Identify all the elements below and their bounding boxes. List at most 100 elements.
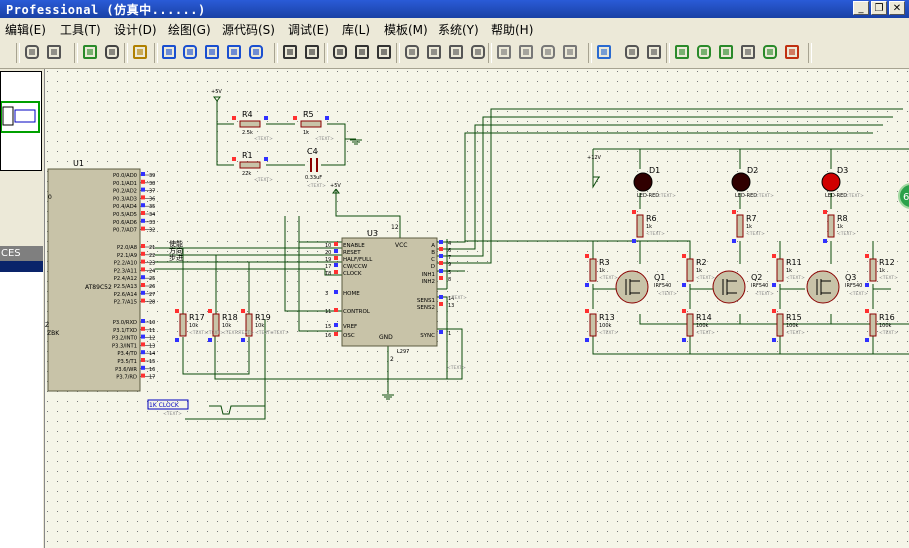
cut-icon[interactable] xyxy=(332,44,348,60)
mosfet-part: IRF540 xyxy=(654,283,671,289)
u1-pin-state-marker xyxy=(141,283,145,287)
zoom-out-icon[interactable] xyxy=(204,44,220,60)
u1-pin-num-p2: 27 xyxy=(149,292,155,298)
resistor-pin-marker xyxy=(208,338,212,342)
make-device-icon[interactable] xyxy=(518,44,534,60)
device-list-selected-item[interactable] xyxy=(0,261,43,272)
wire-autorouter-icon[interactable] xyxy=(596,44,612,60)
u1-pin-label-p0: P0.7/AD7 xyxy=(113,228,137,234)
page-setup-icon[interactable] xyxy=(46,44,62,60)
u3-right-pin-num: 5 xyxy=(448,270,451,276)
u1-pin-num-p0: 37 xyxy=(149,189,155,195)
menu-graph[interactable]: 绘图(G) xyxy=(168,23,211,37)
resistor-body xyxy=(589,313,597,337)
u1-pin-num-p3: 11 xyxy=(149,328,155,334)
window-title: Professional (仿真中......) xyxy=(6,3,206,17)
resistor-ref: R12 xyxy=(879,258,895,267)
u3-vcc-label: VCC xyxy=(395,242,407,249)
u1-pin-state-marker xyxy=(141,373,145,378)
menu-template[interactable]: 模板(M) xyxy=(384,23,428,37)
resistor-ref: R16 xyxy=(879,313,895,322)
toolbar-separator xyxy=(488,43,492,63)
u1-pin-label-p2: P2.4/A12 xyxy=(114,276,137,282)
menu-design[interactable]: 设计(D) xyxy=(114,23,157,37)
close-button[interactable]: ✕ xyxy=(889,1,905,15)
menu-library[interactable]: 库(L) xyxy=(342,23,371,37)
menu-source[interactable]: 源代码(S) xyxy=(222,23,275,37)
resistor-pin-marker xyxy=(772,254,776,258)
ares-icon[interactable] xyxy=(784,44,800,60)
grid-icon[interactable] xyxy=(104,44,120,60)
resistor-value: 10k xyxy=(255,323,264,329)
power-terminal xyxy=(592,176,600,189)
block-rotate-icon[interactable] xyxy=(448,44,464,60)
resistor-body xyxy=(212,313,220,337)
mosfet-ref: Q2 xyxy=(751,273,762,282)
search-tag-icon[interactable] xyxy=(624,44,640,60)
resistor-pin-marker xyxy=(264,116,268,120)
decompose-icon[interactable] xyxy=(562,44,578,60)
resistor-pin-marker xyxy=(208,309,212,313)
block-delete-icon[interactable] xyxy=(470,44,486,60)
paste-icon[interactable] xyxy=(376,44,392,60)
netlist-icon[interactable] xyxy=(718,44,734,60)
resistor-pin-marker xyxy=(682,309,686,313)
menu-debug[interactable]: 调试(E) xyxy=(288,23,329,37)
text-placeholder: <TEXT> xyxy=(646,231,665,237)
undo-icon[interactable] xyxy=(282,44,298,60)
zoom-in-icon[interactable] xyxy=(182,44,198,60)
u3-right-pin-num: 9 xyxy=(448,262,451,268)
u1-pin-state-marker xyxy=(141,179,145,184)
pan-icon[interactable] xyxy=(161,44,177,60)
resistor-pin-marker xyxy=(823,239,827,243)
resistor-body xyxy=(869,258,877,282)
u3-gnd-pin: 2 xyxy=(390,356,394,363)
device-list[interactable] xyxy=(0,272,43,548)
restore-button[interactable]: ❐ xyxy=(871,1,887,15)
origin-icon[interactable] xyxy=(132,44,148,60)
schematic-svg[interactable]: U1AT89C520ZZBKP0.0/AD039P0.1/AD138P0.2/A… xyxy=(45,69,909,548)
zoom-area-icon[interactable] xyxy=(248,44,264,60)
u3-left-pin-label: RESET xyxy=(343,250,361,256)
menu-help[interactable]: 帮助(H) xyxy=(491,23,534,37)
block-copy-icon[interactable] xyxy=(404,44,420,60)
u3-pin-state-marker xyxy=(334,308,338,312)
zoom-all-icon[interactable] xyxy=(226,44,242,60)
text-placeholder: <TEXT> xyxy=(786,275,805,281)
u1-pin-label-p0: P0.0/AD0 xyxy=(113,173,137,179)
text-placeholder: <TEXT> xyxy=(696,275,715,281)
remove-sheet-icon[interactable] xyxy=(696,44,712,60)
u1-pin-state-marker xyxy=(141,244,145,248)
resistor-pin-marker xyxy=(865,283,869,287)
menu-edit[interactable]: 编辑(E) xyxy=(5,23,46,37)
bill-of-materials-icon[interactable] xyxy=(740,44,756,60)
redo-icon[interactable] xyxy=(304,44,320,60)
u3-right-pin-num: 6 xyxy=(448,248,451,254)
menu-system[interactable]: 系统(Y) xyxy=(438,23,479,37)
electrical-check-icon-glyph xyxy=(763,45,777,59)
block-move-icon[interactable] xyxy=(426,44,442,60)
minimize-button[interactable]: _ xyxy=(853,1,869,15)
new-sheet-icon[interactable] xyxy=(674,44,690,60)
resistor-ref: R2 xyxy=(696,258,707,267)
copy-icon[interactable] xyxy=(354,44,370,60)
resistor-ref: R6 xyxy=(646,214,657,223)
text-placeholder: <TEXT> xyxy=(599,275,618,281)
devices-header-label: CES xyxy=(1,248,21,259)
packaging-icon[interactable] xyxy=(540,44,556,60)
u1-pin-state-marker xyxy=(141,251,145,256)
resistor-value: 100k xyxy=(599,323,612,329)
u3-pin-state-marker xyxy=(334,242,338,246)
u1-pin-label-p2: P2.5/A13 xyxy=(114,284,137,290)
pick-device-icon[interactable] xyxy=(496,44,512,60)
refresh-icon[interactable] xyxy=(82,44,98,60)
print-icon[interactable] xyxy=(24,44,40,60)
overview-window[interactable] xyxy=(0,71,42,171)
menu-tools[interactable]: 工具(T) xyxy=(60,23,101,37)
electrical-check-icon[interactable] xyxy=(762,44,778,60)
resistor-value: 1k xyxy=(837,224,843,230)
property-assign-icon[interactable] xyxy=(646,44,662,60)
u1-pin-state-marker xyxy=(141,211,145,215)
